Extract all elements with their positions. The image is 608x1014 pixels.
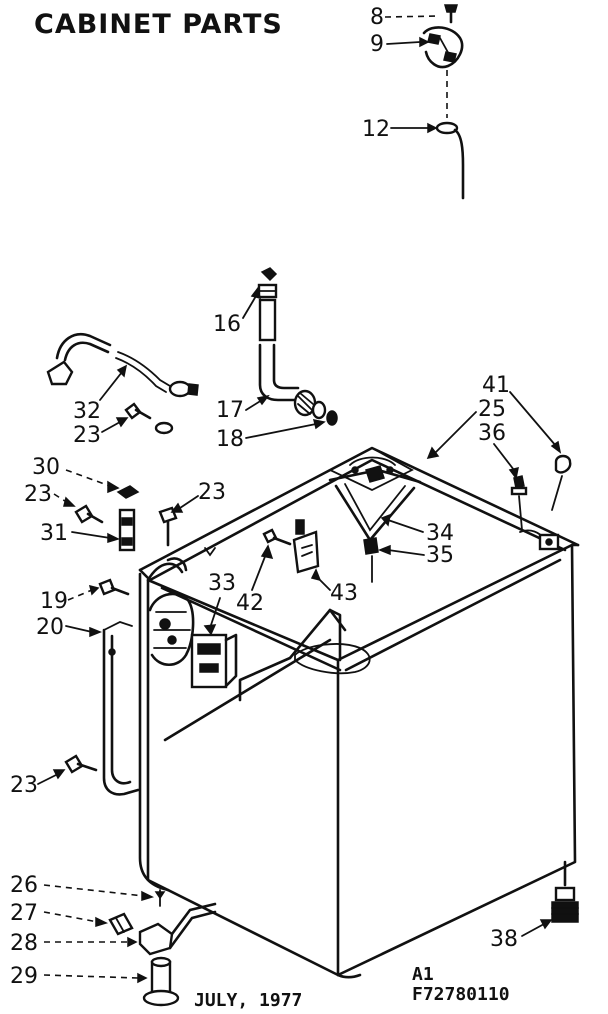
callout-36: 36 [478,421,506,446]
callout-27: 27 [10,901,38,926]
part-17-hose [258,343,300,402]
callout-16: 16 [213,312,241,337]
part-23-screw-d [64,754,98,774]
part-33-switch [148,592,238,689]
callout-23c: 23 [198,480,226,505]
callout-34: 34 [426,521,454,546]
part-26-pin [154,889,166,907]
callout-41: 41 [482,373,510,398]
callout-23a: 23 [73,423,101,448]
footer-date: JULY, 1977 [194,990,302,1011]
part-19-screw [98,578,130,596]
diagram-title: CABINET PARTS [34,9,283,40]
callout-26: 26 [10,873,38,898]
callout-9: 9 [370,32,384,57]
part-23-screw-b [74,504,104,524]
part-23-screw-c [158,506,178,547]
callout-18: 18 [216,427,244,452]
callout-30: 30 [32,455,60,480]
part-35-nut [363,537,379,583]
part-34-bracket [328,465,422,542]
callout-42: 42 [236,591,264,616]
part-38-leveler [551,860,579,923]
part-28-bracket [138,902,217,956]
part-18-nut [293,389,338,426]
part-36-screw [510,475,528,531]
callout-23b: 23 [24,482,52,507]
callout-35: 35 [426,543,454,568]
part-32-cord [46,333,199,398]
callout-31: 31 [40,521,68,546]
callout-17: 17 [216,398,244,423]
callout-23d: 23 [10,773,38,798]
part-42-screw [262,528,292,546]
part-43-bracket [292,519,320,574]
part-31-bracket [118,508,136,552]
callout-12: 12 [362,117,390,142]
callout-25: 25 [478,397,506,422]
cabinet-body [138,446,580,979]
callout-29: 29 [10,964,38,989]
part-9-clip [422,26,464,69]
part-23-screw-a [124,402,174,435]
part-12-hose [435,121,465,200]
part-16-fitting [257,267,278,342]
footer-code-number: F72780110 [412,984,510,1005]
callout-20: 20 [36,615,64,640]
callout-33: 33 [208,571,236,596]
callout-38: 38 [490,927,518,952]
part-41-clip [551,454,572,511]
part-20-panel [102,621,140,796]
callout-43: 43 [330,581,358,606]
callout-28: 28 [10,931,38,956]
footer-code-a1: A1 [412,964,434,985]
part-30-tab [116,485,140,499]
part-29-foot [142,956,180,1007]
part-27-bushing [108,912,134,936]
callout-8: 8 [370,5,384,30]
part-8-screw [444,4,458,24]
callout-32: 32 [73,399,101,424]
callout-19: 19 [40,589,68,614]
